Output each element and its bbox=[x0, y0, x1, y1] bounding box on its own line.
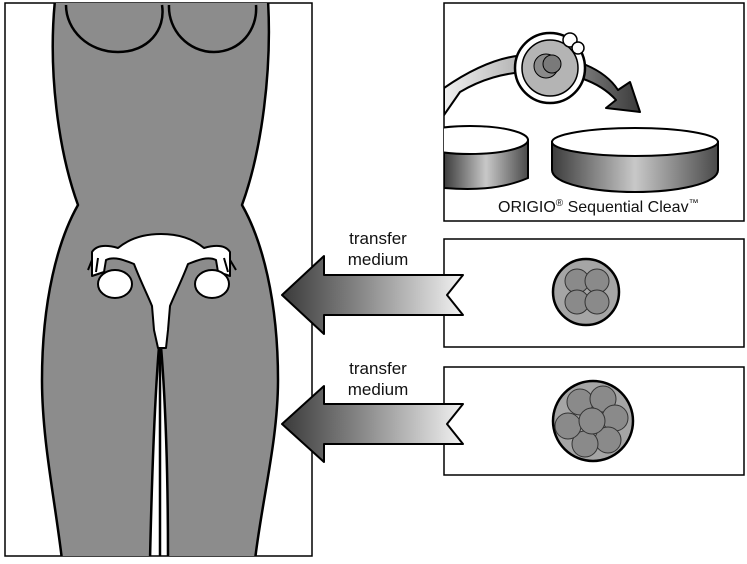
arrow-1-label-line2: medium bbox=[348, 250, 408, 269]
arrow-2-label-line1: transfer bbox=[349, 359, 407, 378]
arrow-2-label-line2: medium bbox=[348, 380, 408, 399]
eight-cell-panel bbox=[444, 367, 744, 475]
left-ovary bbox=[98, 270, 132, 298]
product-label: ORIGIO® Sequential Cleav™ bbox=[498, 198, 699, 216]
eight-cell-embryo-icon bbox=[553, 381, 633, 461]
four-cell-panel bbox=[444, 239, 744, 347]
right-culture-dish bbox=[552, 128, 718, 192]
arrow-1-label-line1: transfer bbox=[349, 229, 407, 248]
zygote-icon bbox=[515, 33, 585, 103]
left-culture-dish bbox=[412, 126, 528, 189]
body-panel bbox=[5, 0, 312, 559]
four-cell-embryo-icon bbox=[553, 259, 619, 325]
culture-panel: ORIGIO® Sequential Cleav™ bbox=[412, 3, 744, 221]
right-ovary bbox=[195, 270, 229, 298]
